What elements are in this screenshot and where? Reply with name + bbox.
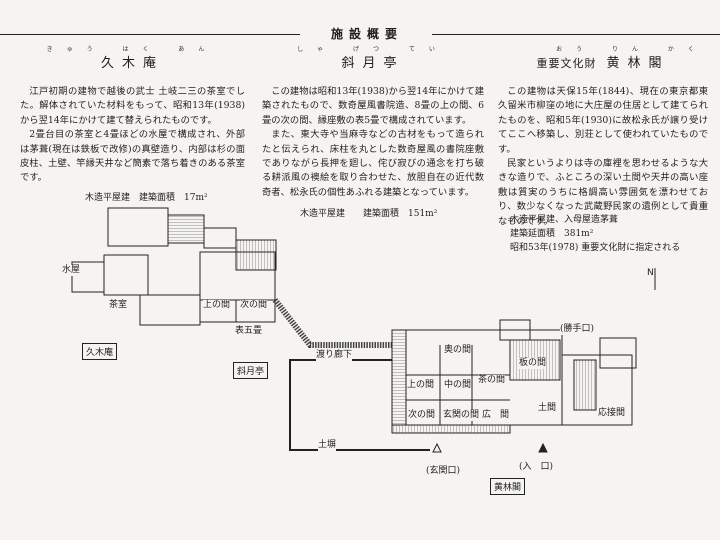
shagetsutei-ruby: しゃ げつ てい [297, 46, 449, 53]
shagetsutei-spec: 木造平屋建 建築面積 151m² [300, 209, 438, 219]
box-label-korinkaku: 黄林閣 [490, 478, 526, 495]
kyuhakuan-column: きゅう はく あん 久木庵 江戸初期の建物で越後の武士 土岐二三の茶室でした。解… [20, 44, 245, 186]
korinkaku-prefix: 重要文化財 [536, 57, 597, 70]
iriguchi-marker [538, 442, 548, 453]
label-okuno-ma: 奥の間 [444, 345, 472, 356]
label-omote-gojo: 表五畳 [235, 326, 263, 337]
label-hiroma: 広 間 [482, 410, 510, 421]
korinkaku-column: おう りん かく 重要文化財黄林閣 この建物は天保15年(1844)、現在の東京… [498, 44, 708, 229]
korinkaku-spec-3: 昭和53年(1978) 重要文化財に指定される [510, 243, 681, 253]
label-watari-roka: 渡り廊下 [316, 350, 353, 361]
doma-hatch [573, 359, 597, 411]
box-label-shagetsutei: 斜月亭 [233, 362, 269, 379]
korinkaku-engawa [391, 329, 407, 426]
kyuhakuan-ruby: きゅう はく あん [46, 46, 219, 53]
shagetsutei-name: 斜月亭 [341, 56, 405, 71]
label-mizuya: 水屋 [62, 265, 81, 276]
label-dobei: 土塀 [318, 440, 337, 451]
genkanguchi-marker [432, 442, 442, 453]
section-title: 施設概要 [330, 27, 403, 41]
label-genkanguchi: (玄関口) [426, 466, 461, 477]
upper-hatched-room [167, 214, 205, 244]
doma-area [561, 354, 633, 426]
label-genkanno-ma: 玄関の間 [443, 410, 480, 421]
upper-link [203, 227, 237, 249]
label-katteguchi: (勝手口) [560, 324, 595, 335]
korinkaku-front-engawa [391, 424, 511, 434]
korinkaku-spec-1: 木造平屋建、入母屋造茅葺 [510, 215, 619, 225]
label-nakano-ma: 中の間 [444, 380, 472, 391]
upper-roof-block [107, 207, 169, 247]
kyuhakuan-name: 久木庵 [100, 56, 164, 71]
shagetsutei-text-1: この建物は昭和13年(1938)から翌14年にかけて建築されたもので、数奇屋風書… [262, 86, 484, 126]
korinkaku-name-row: 重要文化財黄林閣 [498, 52, 708, 71]
korinkaku-ruby: おう りん かく [556, 46, 708, 53]
header-rule-right [432, 34, 720, 35]
header-rule-left [0, 34, 300, 35]
kyuhakuan-spec: 木造平屋建 建築面積 17m² [85, 193, 208, 203]
watari-roka-path [272, 298, 392, 348]
label-kamino-ma-1: 上の間 [203, 300, 231, 311]
tea-room-box [103, 254, 149, 296]
kyuhakuan-text-1: 江戸初期の建物で越後の武士 土岐二三の茶室でした。解体されていた材料をもって、昭… [20, 86, 245, 126]
korinkaku-text-1: この建物は天保15年(1844)、現在の東京都東久留米市柳窪の地に大庄屋の住居と… [498, 86, 708, 155]
kitchen-box [599, 337, 637, 369]
label-chashitsu: 茶室 [109, 300, 128, 311]
label-chano-ma: 茶の間 [478, 375, 506, 386]
dobei-wall [289, 359, 430, 451]
shagetsutei-veranda [235, 239, 277, 271]
label-tsugino-ma-2: 次の間 [408, 410, 436, 421]
label-itano-ma: 板の間 [519, 358, 547, 369]
label-tsugino-ma-1: 次の間 [240, 300, 268, 311]
chashitsu-room [139, 294, 201, 326]
kyuhakuan-text-2: 2畳台目の茶室と4畳ほどの水屋で構成され、外部は茅葺(現在は鉄板で改修)の真壁造… [20, 129, 245, 184]
label-osetsuma: 応接間 [598, 408, 626, 419]
label-doma: 土間 [538, 403, 557, 414]
north-arrow-label: N [647, 268, 654, 278]
box-label-kyuhakuan: 久木庵 [82, 343, 118, 360]
shagetsutei-text-2: また、東大寺や当麻寺などの古材をもって造られたと伝えられ、床柱を丸とした数奇屋風… [262, 129, 484, 198]
korinkaku-spec-block: 木造平屋建、入母屋造茅葺 建築延面積 381m² 昭和53年(1978) 重要文… [510, 213, 680, 255]
korinkaku-text-2: 民家というよりは寺の庫裡を思わせるような大きな造りで、ふところの深い土間や天井の… [498, 158, 708, 227]
korinkaku-spec-2: 建築延面積 381m² [510, 229, 594, 239]
label-iriguchi: (入 口) [519, 462, 554, 473]
shagetsutei-column: しゃ げつ てい 斜月亭 この建物は昭和13年(1938)から翌14年にかけて建… [262, 44, 484, 200]
label-kamino-ma-2: 上の間 [407, 380, 435, 391]
kor-nook [499, 319, 531, 341]
korinkaku-name: 黄林閣 [606, 56, 670, 71]
